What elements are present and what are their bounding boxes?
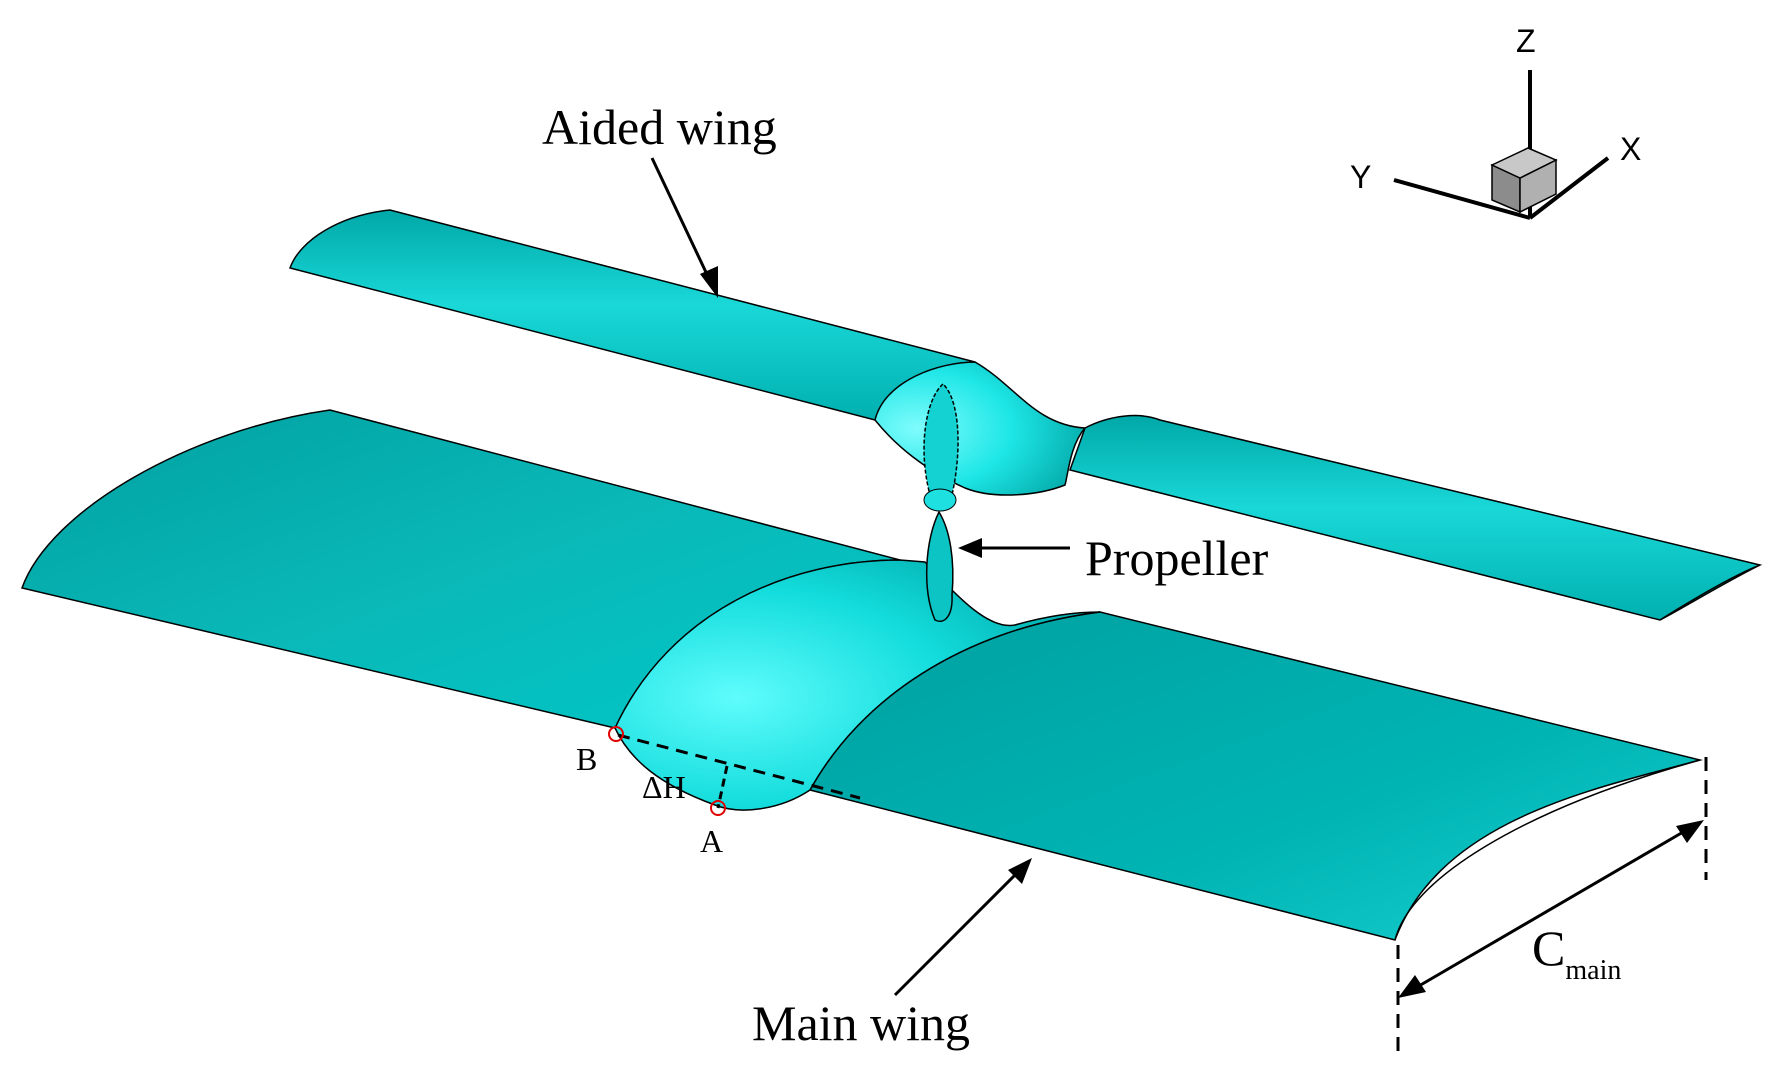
point-b-marker	[608, 726, 624, 742]
x-axis-label: X	[1620, 131, 1641, 167]
z-axis-label: Z	[1516, 23, 1536, 59]
point-a-marker	[710, 800, 726, 816]
chord-main-label: Cmain	[1532, 920, 1621, 986]
delta-h-construction: B A ΔH	[576, 726, 861, 859]
chord-dimension: Cmain	[1396, 757, 1708, 1060]
y-axis-line	[1393, 178, 1531, 220]
chord-main-subscript: main	[1565, 955, 1621, 986]
chord-arrowhead-lower	[1398, 975, 1426, 998]
delta-h-label: ΔH	[642, 769, 686, 805]
main-wing-tip-section	[1394, 759, 1701, 941]
aided-wing	[289, 209, 1763, 621]
propeller-blade-lower	[925, 510, 954, 622]
main-wing-callout-arrow	[893, 868, 1022, 997]
main-wing	[21, 409, 1703, 941]
aided-wing-left-panel	[289, 209, 976, 421]
aided-wing-label: Aided wing	[542, 99, 777, 155]
callouts: Aided wing Propeller Main wing	[542, 99, 1269, 1051]
propeller-blade-upper	[923, 382, 959, 507]
aided-wing-right-panel	[1069, 414, 1763, 621]
main-wing-nacelle	[614, 559, 1101, 811]
reference-dashed-line	[617, 733, 861, 800]
delta-h-dashed-line	[716, 765, 729, 809]
y-axis-label: Y	[1350, 159, 1371, 195]
main-wing-label: Main wing	[752, 995, 970, 1051]
chord-arrow-line	[1411, 826, 1691, 992]
x-axis-line	[1528, 156, 1610, 220]
propeller	[923, 382, 959, 622]
aided-wing-tip-section	[1659, 564, 1761, 621]
propeller-spinner	[923, 488, 957, 512]
point-a-label: A	[700, 823, 723, 859]
axis-triad: Z Y X	[1350, 23, 1641, 220]
aided-wing-callout-arrow	[650, 157, 714, 286]
point-b-label: B	[576, 741, 597, 777]
propeller-callout-arrowhead	[958, 538, 982, 558]
aided-wing-nacelle	[874, 361, 1087, 496]
axis-cube-top	[1490, 147, 1558, 179]
chord-arrowhead-upper	[1676, 820, 1704, 843]
aided-wing-callout-arrowhead	[700, 266, 718, 298]
propeller-label: Propeller	[1085, 530, 1269, 586]
main-wing-callout-arrowhead	[1008, 858, 1032, 884]
